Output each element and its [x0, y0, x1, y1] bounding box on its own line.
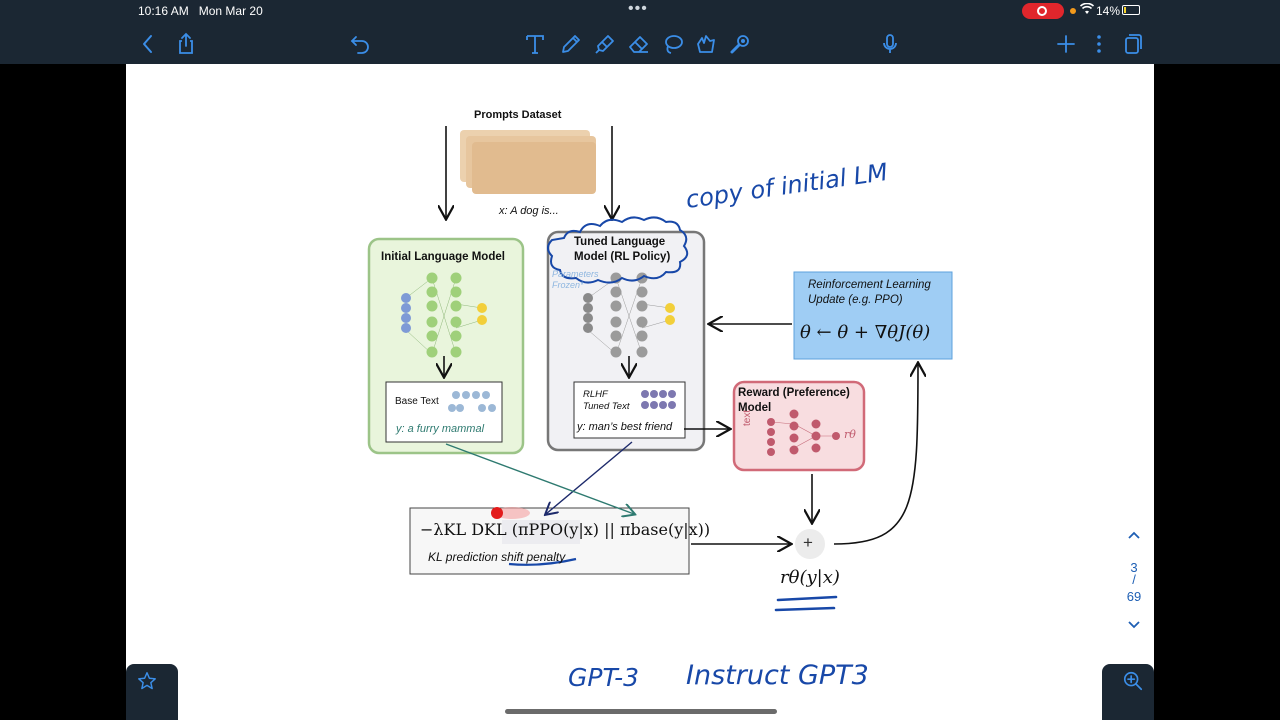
record-icon	[1037, 6, 1047, 16]
status-time: 10:16 AM Mon Mar 20	[138, 4, 263, 18]
initial-lm-network	[401, 272, 487, 358]
highlighter-icon[interactable]	[591, 30, 619, 58]
mic-in-use-icon	[1070, 8, 1076, 14]
kl-caption: KL prediction shift penalty	[428, 550, 566, 564]
chevron-up-icon[interactable]	[1126, 528, 1142, 544]
base-text-label: Base Text	[395, 396, 439, 407]
star-icon	[138, 672, 156, 690]
rlhf-text-tokens	[641, 390, 676, 409]
favorite-button[interactable]	[126, 664, 178, 720]
pen-icon[interactable]	[557, 30, 585, 58]
plus-sign: +	[803, 533, 813, 552]
rlhf-label-line1: RLHF	[583, 389, 608, 400]
screen-recording-indicator[interactable]	[1022, 3, 1064, 19]
arrow-tuned-to-kl	[546, 441, 633, 514]
dataset-label: Prompts Dataset	[474, 109, 562, 121]
eraser-icon[interactable]	[625, 30, 653, 58]
frozen-note-line1: Parameters	[552, 269, 599, 279]
zoom-button[interactable]	[1102, 664, 1154, 720]
notebook-page[interactable]: Prompts Dataset x: A dog is... Initial L…	[126, 64, 1154, 720]
rlhf-text-box	[573, 381, 686, 439]
tuned-lm-title-line1: Tuned Language	[574, 236, 666, 248]
prompts-dataset-image	[460, 130, 596, 194]
microphone-icon[interactable]	[876, 30, 904, 58]
reward-output: rθ	[844, 428, 856, 441]
home-indicator[interactable]	[505, 709, 777, 714]
page-separator: /	[1132, 572, 1136, 587]
rl-update-formula: θ ← θ + ∇θJ(θ)	[800, 322, 931, 343]
more-icon[interactable]	[1085, 30, 1113, 58]
undo-icon[interactable]	[346, 30, 374, 58]
rl-update-line1: Reinforcement Learning	[808, 279, 931, 291]
reward-network	[767, 409, 840, 456]
share-icon[interactable]	[172, 30, 200, 58]
rlhf-label-line2: Tuned Text	[583, 401, 630, 412]
base-text-box	[385, 381, 503, 443]
back-icon[interactable]	[134, 30, 162, 58]
tuned-lm-title-line2: Model (RL Policy)	[574, 251, 671, 263]
page-total: 69	[1126, 589, 1142, 604]
reward-model-box	[732, 380, 866, 472]
lasso-icon[interactable]	[659, 30, 687, 58]
text-tool-icon[interactable]	[521, 30, 549, 58]
rl-update-box	[793, 271, 953, 360]
battery-fill	[1124, 7, 1126, 13]
hand-cloud-around-title	[547, 216, 689, 284]
rl-update-line2: Update (e.g. PPO)	[808, 294, 903, 306]
arrow-base-to-kl	[445, 443, 634, 514]
add-page-icon[interactable]	[1052, 30, 1080, 58]
battery-percent: 14%	[1096, 4, 1121, 18]
sum-node	[795, 529, 825, 559]
kl-formula: −λKL DKL (πPPO(y|x) || πbase(y|x))	[420, 520, 711, 539]
pages-icon[interactable]	[1118, 30, 1146, 58]
battery-icon	[1122, 5, 1140, 15]
right-gutter	[1154, 64, 1280, 720]
tuned-lm-network	[583, 272, 675, 358]
frozen-note-line2: Frozen*	[552, 280, 584, 290]
handwritten-instruct-gpt3: Instruct GPT3	[686, 660, 869, 691]
reward-text-label: text	[742, 409, 753, 426]
chevron-down-icon[interactable]	[1126, 616, 1142, 632]
laser-pointer-icon[interactable]	[726, 30, 754, 58]
wifi-icon	[1079, 2, 1095, 18]
base-output: y: a furry mammal	[396, 423, 485, 435]
base-text-tokens	[448, 391, 496, 412]
arrow-sum-to-rl	[833, 364, 918, 545]
laser-pointer-dot	[491, 507, 530, 519]
handwritten-gpt3: GPT-3	[568, 663, 640, 692]
reward-title-line1: Reward (Preference)	[738, 387, 850, 399]
initial-lm-title: Initial Language Model	[381, 251, 505, 263]
prompt-example: x: A dog is...	[499, 205, 559, 217]
shapes-icon[interactable]	[692, 30, 720, 58]
toolbar	[0, 24, 1280, 64]
tuned-output: y: man’s best friend	[577, 421, 673, 433]
page-current: 3	[1130, 560, 1138, 575]
left-gutter	[0, 64, 126, 720]
page-navigator: 3 / 69	[1118, 528, 1150, 632]
zoom-in-icon	[1123, 671, 1143, 691]
hand-double-underline	[774, 595, 838, 612]
status-bar: 10:16 AM Mon Mar 20 ••• 14%	[0, 0, 1280, 24]
reward-title-line2: Model	[738, 402, 772, 414]
diagram-canvas	[367, 126, 953, 612]
multitasking-dots[interactable]: •••	[628, 0, 648, 17]
hand-underline-shift-penalty	[508, 557, 577, 566]
sum-formula: rθ(y|x)	[780, 567, 840, 588]
